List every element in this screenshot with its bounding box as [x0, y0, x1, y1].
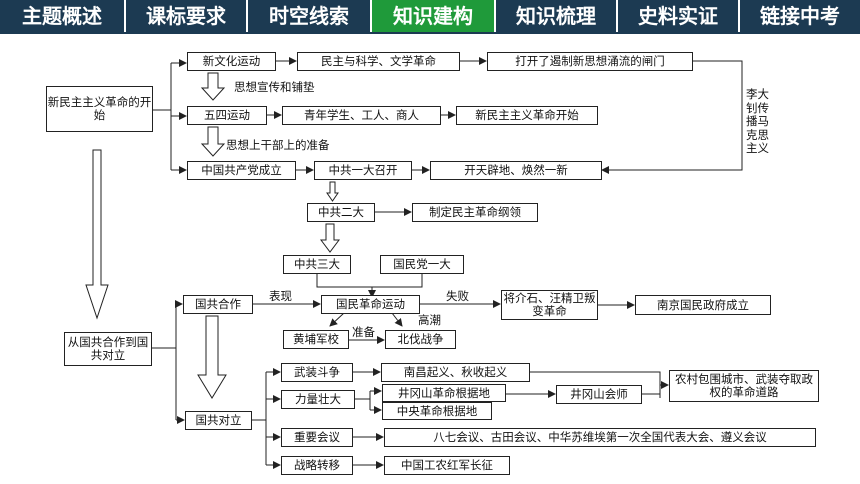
label-manifestation: 表现: [269, 289, 292, 303]
node-label: 农村包围城市、武装夺取政权的革命道路: [675, 372, 813, 399]
node-label: 国共合作: [195, 297, 241, 311]
node-first-congress: 中共一大召开: [314, 161, 412, 180]
label-cadre-preparation: 思想上干部上的准备: [226, 138, 330, 152]
node-nanchang-uprising: 南昌起义、秋收起义: [381, 363, 530, 382]
node-label: 中国共产党成立: [201, 163, 282, 177]
tab-timeline[interactable]: 时空线索: [248, 0, 370, 32]
node-kmt-first-congress: 国民党一大: [380, 255, 464, 274]
node-third-congress: 中共三大: [283, 255, 351, 274]
node-important-meetings: 重要会议: [281, 428, 353, 447]
node-jinggangshan-base: 井冈山革命根据地: [382, 384, 506, 402]
node-northern-expedition: 北伐战争: [385, 330, 456, 349]
node-label: 五四运动: [204, 108, 250, 122]
node-nanjing-government: 南京国民政府成立: [635, 295, 771, 315]
node-label: 重要会议: [294, 430, 340, 444]
node-national-revolution: 国民革命运动: [321, 295, 420, 314]
tab-exam-link[interactable]: 链接中考: [740, 0, 860, 32]
tab-curriculum[interactable]: 课标要求: [126, 0, 246, 32]
node-kmt-ccp-opposition: 国共对立: [185, 411, 252, 430]
node-label: 中共一大召开: [328, 163, 398, 177]
tab-underline: [0, 32, 860, 34]
node-xinminzhu-start: 新民主主义革命的开始: [46, 86, 153, 132]
node-label: 武装斗争: [294, 365, 340, 379]
label-thought-propaganda: 思想宣传和铺垫: [234, 80, 315, 94]
node-label: 青年学生、工人、商人: [304, 108, 419, 122]
node-central-base: 中央革命根据地: [382, 402, 492, 420]
node-new-culture-movement: 新文化运动: [187, 52, 276, 71]
node-label: 新文化运动: [202, 54, 261, 68]
node-cooperation-to-opposition: 从国共合作到国共对立: [64, 332, 152, 366]
node-label: 民主与科学、文学革命: [321, 54, 436, 68]
node-label: 制定民主革命纲领: [429, 205, 521, 219]
tab-knowledge-construction[interactable]: 知识建构: [372, 0, 494, 32]
node-jinggangshan-meeting: 井冈山会师: [556, 385, 642, 404]
label-preparation: 准备: [352, 325, 375, 339]
node-label: 战略转移: [294, 458, 340, 472]
node-label: 中央革命根据地: [396, 403, 478, 418]
node-may-fourth: 五四运动: [187, 106, 267, 125]
node-democratic-program: 制定民主革命纲领: [412, 203, 538, 222]
tab-knowledge-review[interactable]: 知识梳理: [496, 0, 616, 32]
node-democracy-science: 民主与科学、文学革命: [297, 52, 460, 71]
tab-bar: 主题概述 课标要求 时空线索 知识建构 知识梳理 史料实证 链接中考: [0, 0, 860, 34]
diagram-connectors: [85, 57, 743, 469]
node-label: 开天辟地、焕然一新: [464, 163, 568, 177]
label-failure: 失败: [446, 289, 469, 303]
node-long-march: 中国工农红军长征: [384, 456, 510, 475]
node-label: 中共三大: [294, 257, 340, 271]
node-revolution-begins: 新民主主义革命开始: [456, 106, 598, 125]
node-open-floodgate: 打开了遏制新思想涌流的闸门: [487, 52, 693, 71]
node-label: 黄埔军校: [293, 332, 339, 346]
node-label: 南京国民政府成立: [657, 297, 749, 312]
node-label: 八七会议、古田会议、中华苏维埃第一次全国代表大会、遵义会议: [433, 430, 767, 444]
node-label: 国共对立: [195, 413, 242, 427]
node-meetings-list: 八七会议、古田会议、中华苏维埃第一次全国代表大会、遵义会议: [384, 428, 816, 447]
node-label: 从国共合作到国共对立: [67, 335, 149, 362]
node-label: 北伐战争: [397, 332, 444, 346]
node-strength-growth: 力量壮大: [281, 390, 355, 409]
node-label: 力量壮大: [295, 392, 341, 406]
label-li-dazhao: 李大钊传播马克思主义: [746, 87, 769, 155]
node-encircle-cities: 农村包围城市、武装夺取政权的革命道路: [669, 370, 819, 402]
node-students-workers: 青年学生、工人、商人: [282, 106, 441, 125]
tab-evidence[interactable]: 史料实证: [618, 0, 738, 32]
node-label: 井冈山会师: [570, 387, 628, 401]
node-label: 中国工农红军长征: [401, 458, 493, 472]
node-whampoa: 黄埔军校: [283, 330, 349, 349]
node-label: 国民党一大: [393, 257, 451, 271]
node-armed-struggle: 武装斗争: [281, 363, 353, 382]
node-label: 井冈山革命根据地: [398, 385, 490, 400]
node-second-congress: 中共二大: [307, 203, 375, 222]
node-label: 将介石、汪精卫叛变革命: [503, 291, 596, 318]
node-new-epoch: 开天辟地、焕然一新: [430, 161, 602, 180]
tab-overview[interactable]: 主题概述: [0, 0, 124, 32]
node-chiang-wang-betrayal: 将介石、汪精卫叛变革命: [501, 290, 598, 320]
node-label: 打开了遏制新思想涌流的闸门: [515, 54, 665, 68]
node-ccp-founded: 中国共产党成立: [187, 161, 296, 180]
node-label: 新民主主义革命的开始: [47, 95, 152, 122]
node-label: 国民革命运动: [336, 297, 405, 311]
node-label: 新民主主义革命开始: [475, 108, 579, 122]
node-strategic-transfer: 战略转移: [281, 456, 353, 475]
label-climax: 高潮: [418, 313, 441, 327]
node-label: 中共二大: [318, 205, 364, 219]
node-kmt-ccp-cooperation: 国共合作: [183, 295, 253, 314]
node-label: 南昌起义、秋收起义: [403, 365, 508, 379]
